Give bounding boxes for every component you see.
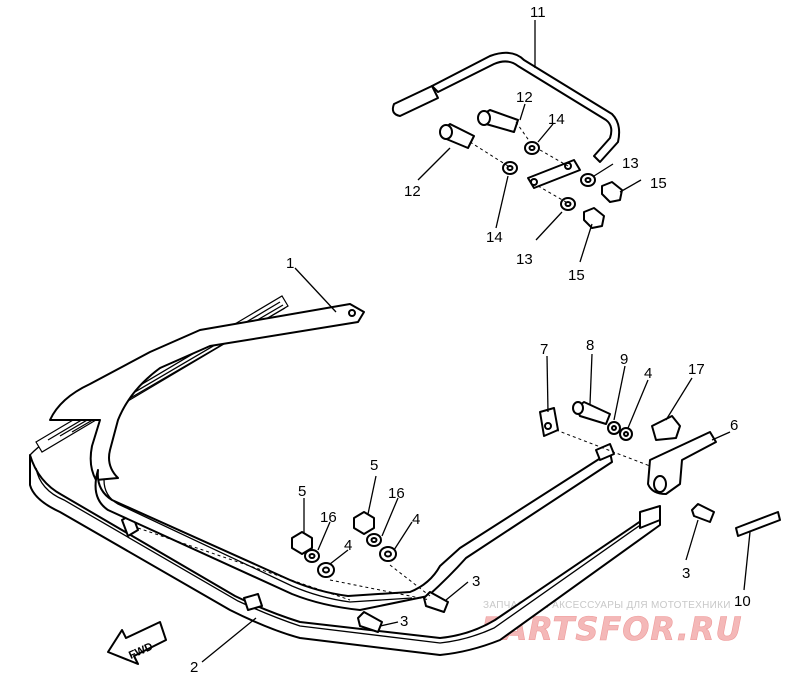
callout-4-left: 4 [344, 537, 352, 554]
watermark: ЗАПЧАСТИ И АКСЕССУАРЫ ДЛЯ МОТОТЕХНИКИ PA… [481, 600, 742, 648]
callout-7: 7 [540, 341, 548, 358]
fwd-arrow: FWD [107, 621, 167, 665]
watermark-tagline: ЗАПЧАСТИ И АКСЕССУАРЫ ДЛЯ МОТОТЕХНИКИ [483, 600, 731, 611]
part-1-rear-bar [35, 295, 615, 611]
callout-12-upper: 12 [516, 89, 533, 106]
callout-4-right: 4 [412, 511, 420, 528]
callout-13-upper: 13 [622, 155, 639, 172]
top-fasteners [439, 109, 623, 229]
watermark-brand: PARTSFOR.RU [481, 610, 742, 648]
callout-13-lower: 13 [516, 251, 533, 268]
callout-14-lower: 14 [486, 229, 503, 246]
leader-lines [201, 20, 751, 663]
callout-3-right: 3 [682, 565, 690, 582]
callout-12-lower: 12 [404, 183, 421, 200]
part-2-outer-rail [29, 409, 661, 656]
callout-8: 8 [586, 337, 594, 354]
callout-10: 10 [734, 593, 751, 610]
callout-3-middle: 3 [472, 573, 480, 590]
callout-labels: 11 12 14 12 14 13 15 13 15 1 7 8 9 4 17 … [190, 4, 751, 676]
callout-17: 17 [688, 361, 705, 378]
callout-1: 1 [286, 255, 294, 272]
callout-15-upper: 15 [650, 175, 667, 192]
callout-14-upper: 14 [548, 111, 565, 128]
callout-4-rear: 4 [644, 365, 652, 382]
rear-brackets [539, 401, 781, 537]
front-fasteners [291, 511, 449, 633]
callout-16-right: 16 [388, 485, 405, 502]
callout-15-lower: 15 [568, 267, 585, 284]
callout-11: 11 [530, 4, 546, 21]
callout-2: 2 [190, 659, 198, 676]
part-11-grab-bar [391, 51, 621, 189]
callout-6: 6 [730, 417, 738, 434]
callout-16-left: 16 [320, 509, 337, 526]
callout-3-front: 3 [400, 613, 408, 630]
callout-9: 9 [620, 351, 628, 368]
callout-5-left: 5 [298, 483, 306, 500]
callout-5-right: 5 [370, 457, 378, 474]
